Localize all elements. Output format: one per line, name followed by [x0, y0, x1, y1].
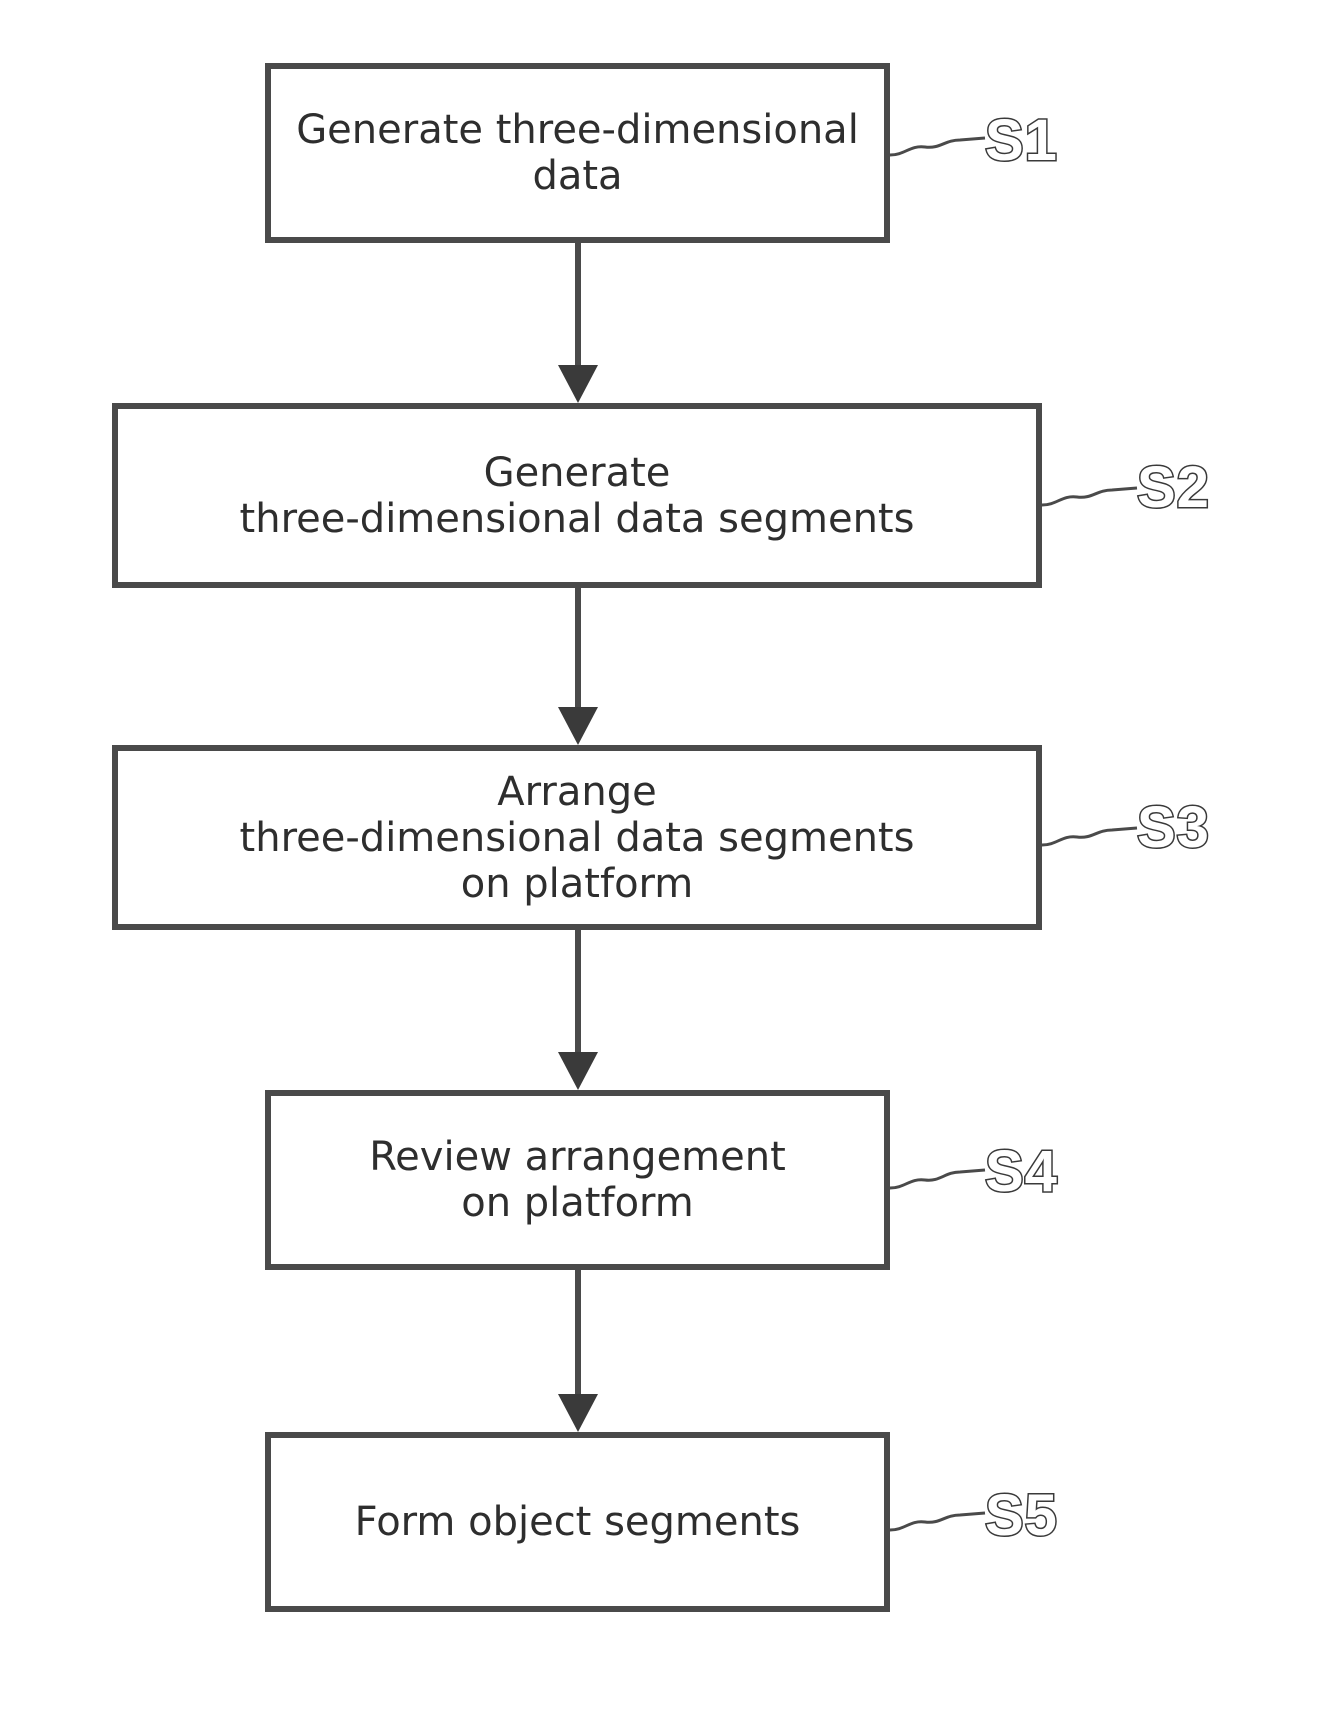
step-label-s1: S1: [985, 112, 1058, 170]
step-s1-line-1: Generate three-dimensional: [296, 107, 859, 153]
arrow-s2-s3: [558, 588, 598, 745]
arrow-s3-s4: [558, 930, 598, 1090]
step-label-s5: S5: [985, 1487, 1058, 1545]
step-s2-line-2: three-dimensional data segments: [240, 496, 915, 542]
step-s4-line-1: Review arrangement: [369, 1134, 786, 1180]
step-s2-line-1: Generate: [484, 450, 671, 496]
step-box-s2: Generate three-dimensional data segments: [112, 403, 1042, 588]
step-s3-line-1: Arrange: [497, 769, 656, 815]
arrow-s1-s2: [558, 243, 598, 403]
step-s3-line-3: on platform: [461, 861, 694, 907]
leader-line-s4: [890, 1150, 990, 1200]
step-box-s5: Form object segments: [265, 1432, 890, 1612]
leader-line-s5: [890, 1495, 990, 1545]
arrow-s4-s5: [558, 1270, 598, 1432]
step-box-s1: Generate three-dimensional data: [265, 63, 890, 243]
step-box-s3: Arrange three-dimensional data segments …: [112, 745, 1042, 930]
leader-line-s2: [1042, 465, 1142, 515]
step-s4-line-2: on platform: [461, 1180, 694, 1226]
step-label-s4: S4: [985, 1143, 1058, 1201]
step-label-s3: S3: [1137, 799, 1210, 857]
step-box-s4: Review arrangement on platform: [265, 1090, 890, 1270]
step-s1-line-2: data: [532, 153, 622, 199]
leader-line-s1: [890, 120, 990, 170]
leader-line-s3: [1042, 805, 1142, 855]
step-label-s2: S2: [1137, 459, 1210, 517]
step-s5-line-1: Form object segments: [355, 1499, 801, 1545]
step-s3-line-2: three-dimensional data segments: [240, 815, 915, 861]
